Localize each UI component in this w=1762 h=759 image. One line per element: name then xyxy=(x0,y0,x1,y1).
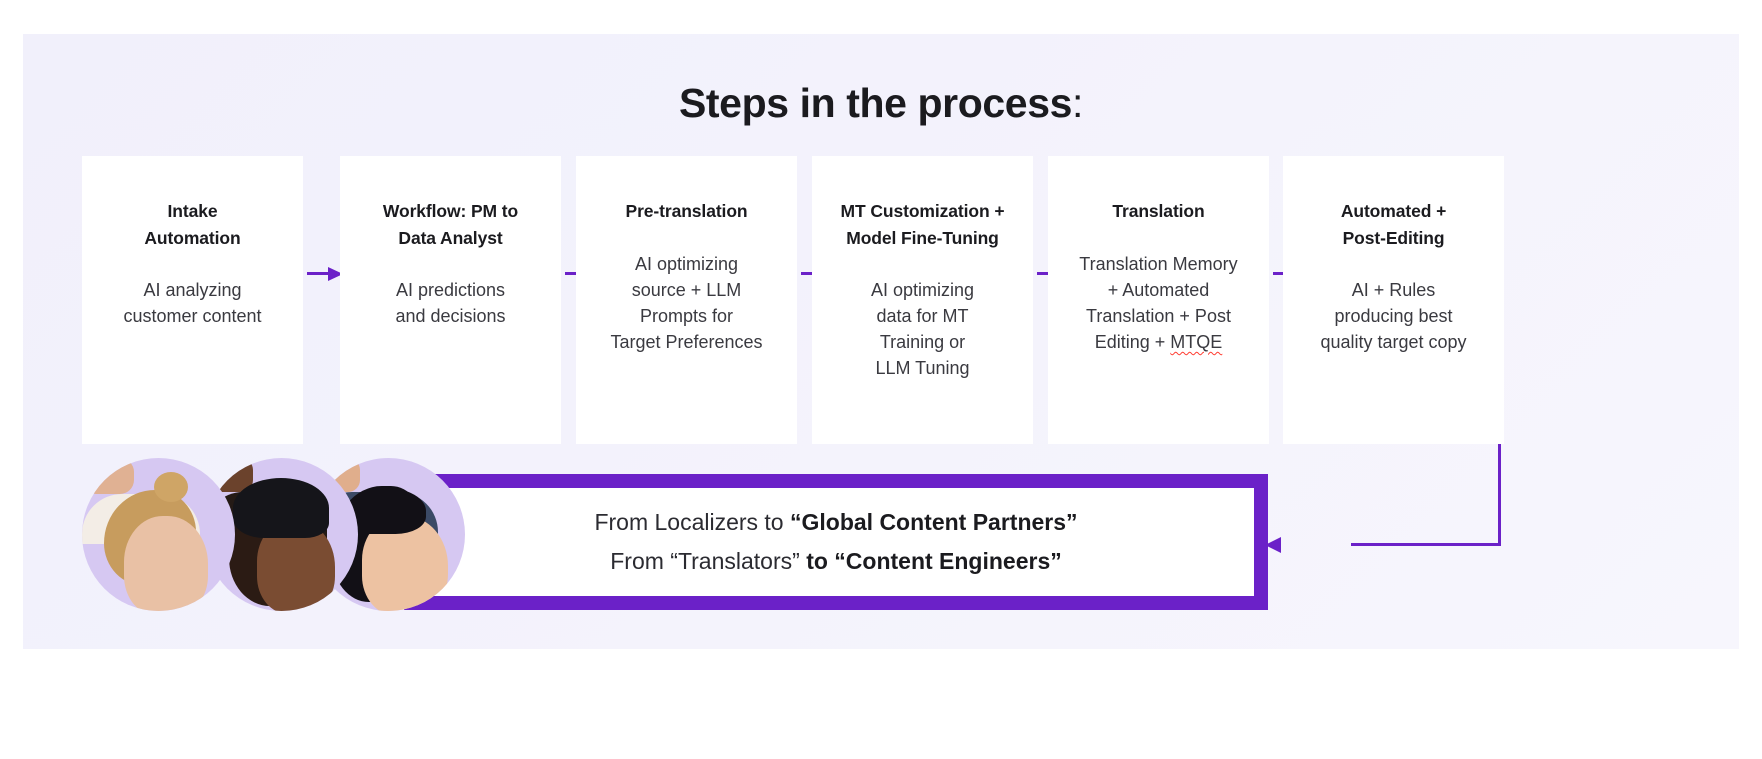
step-card-body: AI optimizing data for MT Training or LL… xyxy=(870,280,975,379)
avatar-person-beanie xyxy=(205,458,358,611)
page-title-text: Steps in the process xyxy=(678,80,1072,126)
arrow-right-icon-1 xyxy=(307,267,343,281)
step-card-body: AI analyzing customer content xyxy=(123,280,262,327)
quote-banner-inner: From Localizers to “Global Content Partn… xyxy=(418,488,1254,596)
step-card-workflow-pm-to-data-analyst[interactable]: Workflow: PM to Data Analyst AI predicti… xyxy=(340,156,561,444)
step-card-translation[interactable]: Translation Translation Memory + Automat… xyxy=(1048,156,1269,444)
step-card-title: Pre-translation xyxy=(625,201,748,221)
step-card-title: Workflow: PM to Data Analyst xyxy=(382,201,519,248)
step-card-title: MT Customization + Model Fine-Tuning xyxy=(840,201,1005,248)
avatar-group xyxy=(82,458,465,613)
step-card-body: Translation Memory + Automated Translati… xyxy=(1060,251,1257,355)
quote-line-2: From “Translators” to “Content Engineers… xyxy=(610,548,1062,574)
page-title-colon: : xyxy=(1072,80,1083,126)
step-card-title: Translation xyxy=(1112,201,1205,221)
quote-line-1: From Localizers to “Global Content Partn… xyxy=(594,508,1078,535)
slide-canvas: Steps in the process: Intake Automation … xyxy=(23,34,1739,649)
process-steps-row: Intake Automation AI analyzing customer … xyxy=(82,156,1504,444)
spellcheck-misspelled-word[interactable]: MTQE xyxy=(1170,331,1223,352)
step-card-title: Intake Automation xyxy=(144,201,241,248)
step-card-body-line-with-spellcheck: Editing + MTQE xyxy=(1094,331,1223,352)
feedback-loop-arrow-icon xyxy=(1203,444,1563,574)
step-card-body: AI predictions and decisions xyxy=(395,280,506,327)
quote-banner: From Localizers to “Global Content Partn… xyxy=(404,474,1268,610)
avatar-person-blonde-bun xyxy=(82,458,235,611)
step-card-intake-automation[interactable]: Intake Automation AI analyzing customer … xyxy=(82,156,303,444)
step-card-mt-customization[interactable]: MT Customization + Model Fine-Tuning AI … xyxy=(812,156,1033,444)
page-title: Steps in the process: xyxy=(23,80,1739,127)
step-card-automated-post-editing[interactable]: Automated + Post-Editing AI + Rules prod… xyxy=(1283,156,1504,444)
step-card-body: AI optimizing source + LLM Prompts for T… xyxy=(610,253,763,352)
step-card-pre-translation[interactable]: Pre-translation AI optimizing source + L… xyxy=(576,156,797,444)
step-card-title: Automated + Post-Editing xyxy=(1340,201,1447,248)
step-card-body: AI + Rules producing best quality target… xyxy=(1320,280,1467,353)
